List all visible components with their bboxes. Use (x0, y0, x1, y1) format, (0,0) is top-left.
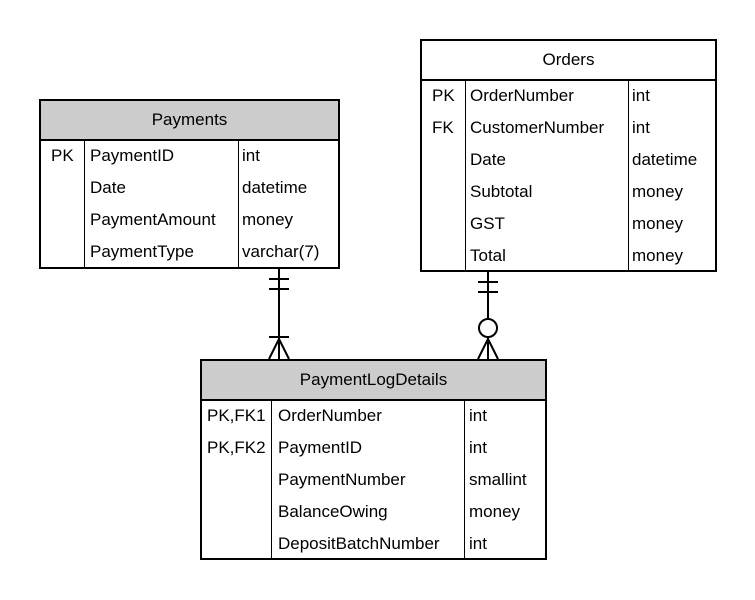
field-name: PaymentID (90, 146, 175, 165)
field-type: money (632, 182, 684, 201)
field-key: FK (432, 118, 454, 137)
zero-circle-mark (478, 318, 498, 338)
field-name: BalanceOwing (278, 502, 388, 521)
field-row: GST money (422, 208, 715, 240)
field-name: Date (90, 178, 126, 197)
field-name: OrderNumber (278, 406, 382, 425)
field-row: PaymentNumber smallint (202, 464, 545, 496)
entity-fields-payments: PK PaymentID int Date datetime PaymentAm… (41, 141, 338, 267)
field-name: GST (470, 214, 505, 233)
field-type: money (242, 210, 294, 229)
field-type: money (632, 214, 684, 233)
crow-foot-mark (477, 338, 489, 360)
field-row: DepositBatchNumber int (202, 528, 545, 560)
field-type: money (469, 502, 521, 521)
field-type: datetime (242, 178, 308, 197)
field-row: PK PaymentID int (41, 140, 338, 172)
field-row: PK OrderNumber int (422, 80, 715, 112)
entity-title-payments: Payments (151, 110, 228, 129)
field-type: int (469, 534, 487, 553)
entity-title-payment-log-details: PaymentLogDetails (299, 370, 448, 389)
field-name: CustomerNumber (470, 118, 605, 137)
field-row: Date datetime (41, 172, 338, 204)
field-row: FK CustomerNumber int (422, 112, 715, 144)
field-name: PaymentAmount (90, 210, 216, 229)
field-row: Subtotal money (422, 176, 715, 208)
entity-header-orders: Orders (422, 41, 715, 81)
field-row: Date datetime (422, 144, 715, 176)
field-row: PaymentAmount money (41, 204, 338, 236)
relationship-orders-paymentlogdetails (477, 272, 499, 360)
entity-payment-log-details[interactable]: PaymentLogDetails PK,FK1 OrderNumber int… (200, 359, 547, 560)
field-row: Total money (422, 240, 715, 272)
field-name: Subtotal (470, 182, 533, 201)
entity-payments[interactable]: Payments PK PaymentID int Date datetime … (39, 99, 340, 269)
field-name: PaymentNumber (278, 470, 406, 489)
field-row: PaymentType varchar(7) (41, 236, 338, 268)
field-type: int (242, 146, 260, 165)
crow-foot-mark (278, 338, 290, 360)
entity-orders[interactable]: Orders PK OrderNumber int FK CustomerNum… (420, 39, 717, 272)
field-row: PK,FK1 OrderNumber int (202, 400, 545, 432)
crow-foot-mark (487, 338, 499, 360)
field-key: PK,FK1 (207, 406, 266, 425)
field-type: smallint (469, 470, 527, 489)
field-key: PK,FK2 (207, 438, 266, 457)
field-row: PK,FK2 PaymentID int (202, 432, 545, 464)
entity-title-orders: Orders (542, 50, 595, 69)
entity-fields-orders: PK OrderNumber int FK CustomerNumber int… (422, 81, 715, 270)
entity-header-payments: Payments (41, 101, 338, 141)
entity-header-payment-log-details: PaymentLogDetails (202, 361, 545, 401)
field-type: datetime (632, 150, 698, 169)
field-name: Total (470, 246, 506, 265)
relationship-payments-paymentlogdetails (268, 269, 290, 360)
field-row: BalanceOwing money (202, 496, 545, 528)
field-name: DepositBatchNumber (278, 534, 440, 553)
field-key: PK (51, 146, 74, 165)
field-type: int (469, 406, 487, 425)
crow-foot-mark (268, 338, 280, 360)
entity-fields-payment-log-details: PK,FK1 OrderNumber int PK,FK2 PaymentID … (202, 401, 545, 558)
field-name: PaymentType (90, 242, 194, 261)
field-name: PaymentID (278, 438, 363, 457)
field-name: Date (470, 150, 506, 169)
field-type: money (632, 246, 684, 265)
field-type: int (632, 118, 650, 137)
field-name: OrderNumber (470, 86, 574, 105)
field-key: PK (432, 86, 455, 105)
field-type: int (632, 86, 650, 105)
field-type: varchar(7) (242, 242, 320, 261)
field-type: int (469, 438, 487, 457)
